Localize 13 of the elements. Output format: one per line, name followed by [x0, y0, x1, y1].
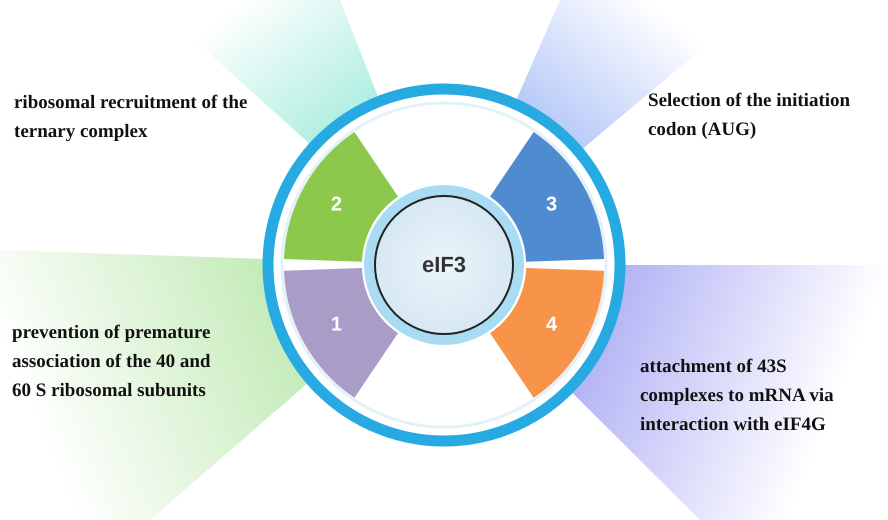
ring-segment — [490, 268, 604, 398]
segment-number: 3 — [546, 194, 558, 217]
function-description: attachment of 43S complexes to mRNA via interaction with eIF4G — [640, 355, 835, 437]
function-description: ribosomal recruitment of the ternary complex — [14, 91, 248, 144]
ring-segment — [490, 132, 604, 262]
center-label: eIF3 — [422, 252, 466, 278]
function-description: Selection of the initiation codon (AUG) — [648, 89, 852, 142]
segment-number: 4 — [546, 313, 558, 336]
ring-segment — [284, 132, 398, 262]
segment-number: 2 — [330, 194, 342, 217]
function-description: prevention of premature association of the 40 and 60 S ribosomal subunits — [12, 321, 212, 403]
ring-segment — [284, 268, 398, 398]
segment-number: 1 — [330, 313, 342, 336]
